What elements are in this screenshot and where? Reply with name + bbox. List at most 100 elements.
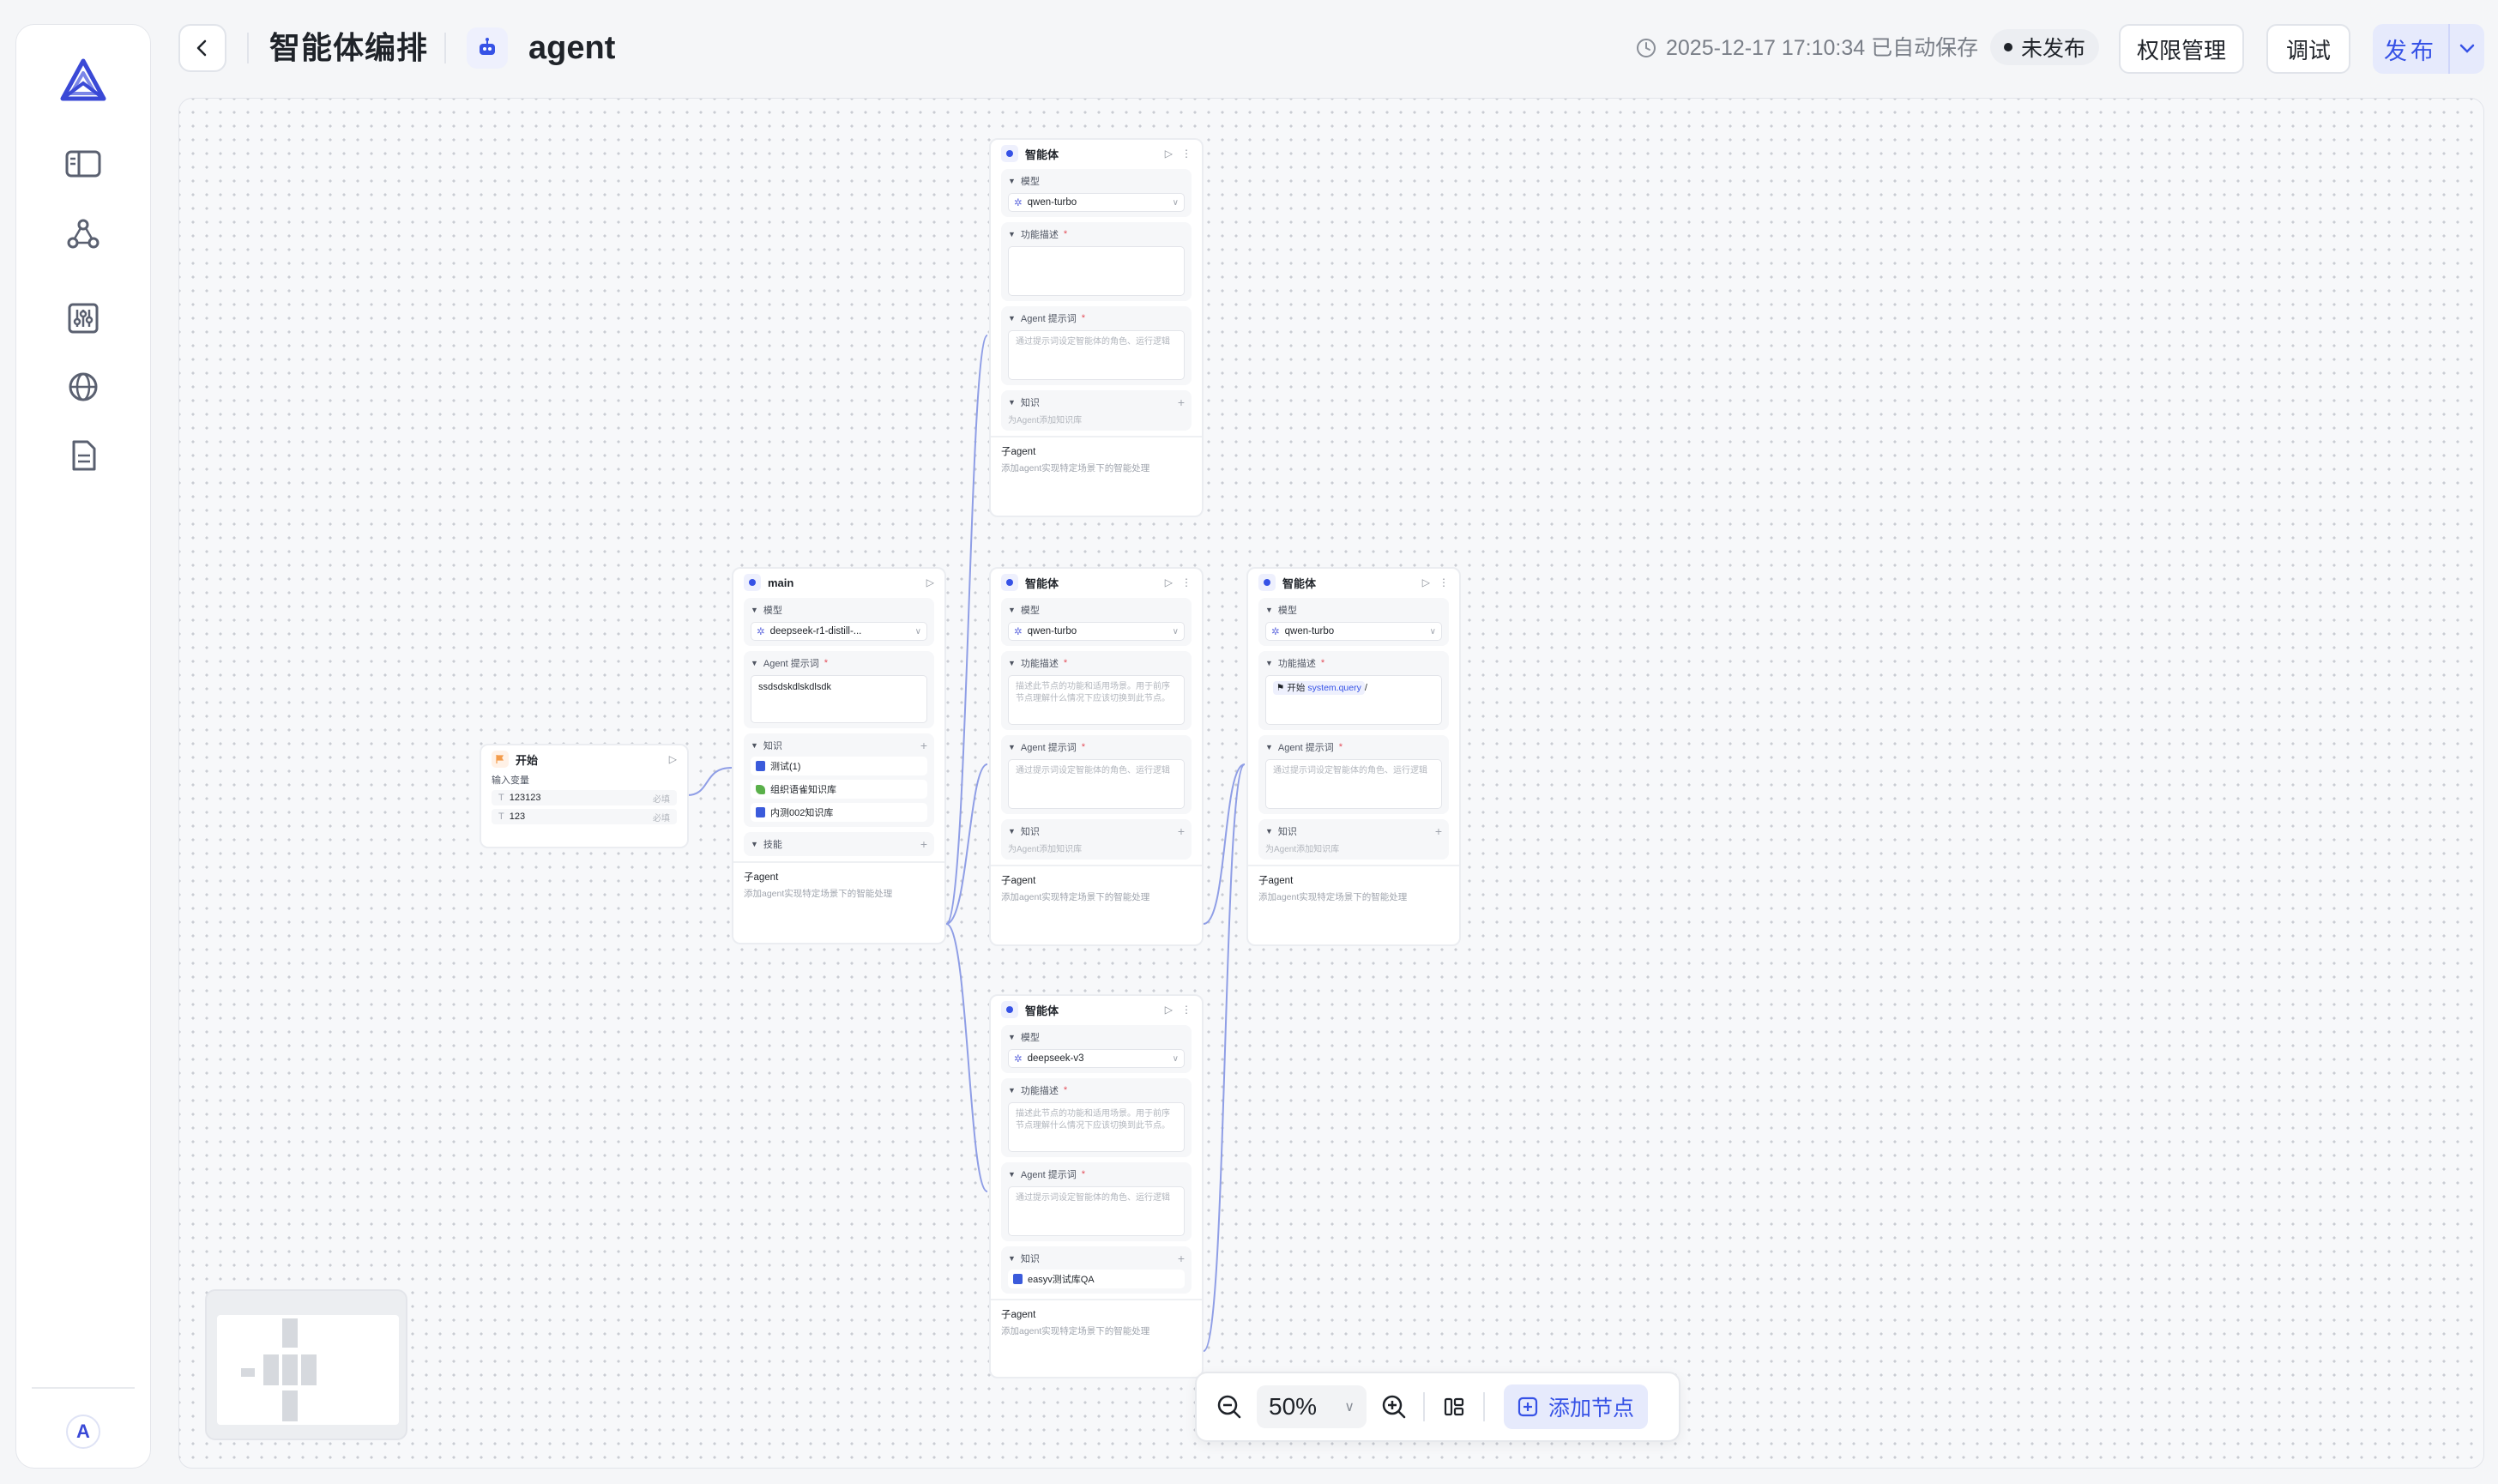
app-logo-icon[interactable] — [57, 57, 109, 106]
knowledge-item[interactable]: easyv测试库QA — [1008, 1270, 1185, 1288]
sub-agent-footer[interactable]: 子agent 添加agent实现特定场景下的智能处理 — [733, 861, 944, 908]
zoom-value: 50% — [1269, 1393, 1318, 1420]
run-icon[interactable]: ▷ — [1164, 148, 1173, 160]
prompt-input[interactable]: 通过提示词设定智能体的角色、运行逻辑 — [1265, 759, 1442, 809]
run-icon[interactable]: ▷ — [1421, 576, 1430, 588]
model-section: ▼模型 ✲qwen-turbo∨ — [1001, 169, 1192, 217]
sub-agent-footer[interactable]: 子agent 添加agent实现特定场景下的智能处理 — [991, 865, 1202, 912]
add-knowledge-icon[interactable]: + — [1177, 395, 1185, 409]
model-select[interactable]: ✲deepseek-v3∨ — [1008, 1049, 1185, 1068]
tuning-sliders-icon[interactable] — [66, 301, 100, 335]
zoom-out-icon[interactable] — [1210, 1388, 1248, 1426]
autosave-text: 2025-12-17 17:10:34 已自动保存 — [1666, 36, 1979, 60]
back-button[interactable] — [178, 24, 226, 72]
desc-section: ▼功能描述* — [1001, 222, 1192, 301]
chevron-down-icon — [2459, 44, 2475, 53]
publish-button-group: 发布 — [2373, 24, 2484, 74]
knowledge-section: ▼知识+ 测试(1) 组织语雀知识库 内测002知识库 — [744, 733, 934, 827]
model-select[interactable]: ✲qwen-turbo∨ — [1008, 622, 1185, 641]
knowledge-item[interactable]: 内测002知识库 — [751, 803, 927, 822]
run-icon[interactable]: ▷ — [926, 576, 934, 588]
agent-node-2[interactable]: 智能体 ▷⋮ ▼模型 ✲qwen-turbo∨ ▼功能描述* 描述此节点的功能和… — [989, 567, 1204, 946]
add-knowledge-icon[interactable]: + — [920, 739, 927, 752]
sub-agent-footer[interactable]: 子agent 添加agent实现特定场景下的智能处理 — [1248, 865, 1459, 912]
run-icon[interactable]: ▷ — [1164, 1004, 1173, 1016]
node-title: 智能体 — [1282, 576, 1317, 590]
wire-main-a1 — [945, 335, 988, 925]
model-select[interactable]: ✲deepseek-r1-distill-...∨ — [751, 622, 927, 641]
agent-node-icon — [1001, 1001, 1018, 1018]
node-title: 智能体 — [1025, 148, 1059, 161]
add-knowledge-icon[interactable]: + — [1177, 824, 1185, 838]
desc-input[interactable] — [1008, 246, 1185, 296]
publish-button[interactable]: 发布 — [2384, 38, 2437, 64]
wire-main-a2 — [945, 763, 988, 925]
globe-icon[interactable] — [66, 370, 100, 404]
run-icon[interactable]: ▷ — [1164, 576, 1173, 588]
auto-layout-icon[interactable] — [1435, 1388, 1473, 1426]
toolbar-divider — [1423, 1392, 1425, 1421]
publish-dropdown[interactable] — [2448, 24, 2484, 74]
knowledge-section: ▼知识+ 为Agent添加知识库 — [1258, 819, 1449, 860]
plus-square-icon — [1518, 1397, 1538, 1417]
prompt-input[interactable]: 通过提示词设定智能体的角色、运行逻辑 — [1008, 759, 1185, 809]
run-icon[interactable]: ▷ — [668, 753, 677, 765]
minimap[interactable] — [205, 1289, 407, 1440]
prompt-section: ▼Agent 提示词* ssdsdskdlskdlsdk — [744, 651, 934, 728]
node-title: 开始 — [516, 753, 539, 767]
add-skill-icon[interactable]: + — [920, 837, 927, 851]
clock-icon — [1637, 39, 1656, 57]
prompt-input[interactable]: 通过提示词设定智能体的角色、运行逻辑 — [1008, 1186, 1185, 1236]
more-icon[interactable]: ⋮ — [1439, 576, 1449, 588]
node-title: 智能体 — [1025, 1004, 1059, 1017]
sidebar-toggle-icon[interactable] — [64, 148, 102, 179]
model-select[interactable]: ✲qwen-turbo∨ — [1008, 193, 1185, 212]
agent-node-4[interactable]: 智能体 ▷⋮ ▼模型 ✲deepseek-v3∨ ▼功能描述* 描述此节点的功能… — [989, 994, 1204, 1378]
wire-start-main — [686, 767, 733, 796]
agent-node-icon — [1258, 574, 1276, 591]
desc-input[interactable]: 描述此节点的功能和适用场景。用于前序节点理解什么情况下应该切换到此节点。 — [1008, 1102, 1185, 1152]
flag-icon — [492, 751, 509, 768]
connection-wires — [686, 335, 1246, 1352]
prompt-section: ▼Agent 提示词* 通过提示词设定智能体的角色、运行逻辑 — [1001, 1162, 1192, 1241]
minimap-viewport — [217, 1315, 399, 1425]
skills-section: ▼技能+ — [744, 832, 934, 856]
more-icon[interactable]: ⋮ — [1181, 576, 1192, 588]
prompt-input[interactable]: 通过提示词设定智能体的角色、运行逻辑 — [1008, 330, 1185, 380]
main-agent-node[interactable]: main ▷ ▼模型 ✲deepseek-r1-distill-...∨ ▼Ag… — [732, 567, 946, 944]
add-knowledge-icon[interactable]: + — [1434, 824, 1442, 838]
sub-agent-footer[interactable]: 子agent 添加agent实现特定场景下的智能处理 — [991, 1299, 1202, 1346]
zoom-in-icon[interactable] — [1375, 1388, 1413, 1426]
chevron-left-icon — [196, 39, 207, 57]
desc-input[interactable]: 描述此节点的功能和适用场景。用于前序节点理解什么情况下应该切换到此节点。 — [1008, 675, 1185, 725]
sub-agent-footer[interactable]: 子agent 添加agent实现特定场景下的智能处理 — [991, 436, 1202, 483]
more-icon[interactable]: ⋮ — [1181, 1004, 1192, 1016]
agent-node-icon — [1001, 145, 1018, 162]
add-knowledge-icon[interactable]: + — [1177, 1252, 1185, 1265]
prompt-section: ▼Agent 提示词* 通过提示词设定智能体的角色、运行逻辑 — [1001, 306, 1192, 385]
zoom-select[interactable]: 50% ∨ — [1257, 1385, 1367, 1428]
knowledge-item[interactable]: 测试(1) — [751, 757, 927, 775]
more-icon[interactable]: ⋮ — [1181, 148, 1192, 160]
permission-button[interactable]: 权限管理 — [2119, 24, 2244, 74]
debug-button[interactable]: 调试 — [2266, 24, 2350, 74]
prompt-input[interactable]: ssdsdskdlskdlsdk — [751, 675, 927, 723]
agent-node-1[interactable]: 智能体 ▷ ⋮ ▼模型 ✲qwen-turbo∨ ▼功能描述* ▼Agent 提示… — [989, 138, 1204, 517]
document-icon[interactable] — [68, 438, 99, 473]
add-node-button[interactable]: 添加节点 — [1504, 1384, 1649, 1429]
model-select[interactable]: ✲qwen-turbo∨ — [1265, 622, 1442, 641]
workflow-nodes-icon[interactable] — [66, 217, 100, 251]
knowledge-item[interactable]: 组织语雀知识库 — [751, 780, 927, 799]
user-avatar[interactable]: A — [66, 1415, 100, 1449]
model-section: ▼模型 ✲deepseek-r1-distill-...∨ — [744, 598, 934, 646]
knowledge-section: ▼知识+ 为Agent添加知识库 — [1001, 819, 1192, 860]
status-badge: 未发布 — [1990, 29, 2100, 65]
